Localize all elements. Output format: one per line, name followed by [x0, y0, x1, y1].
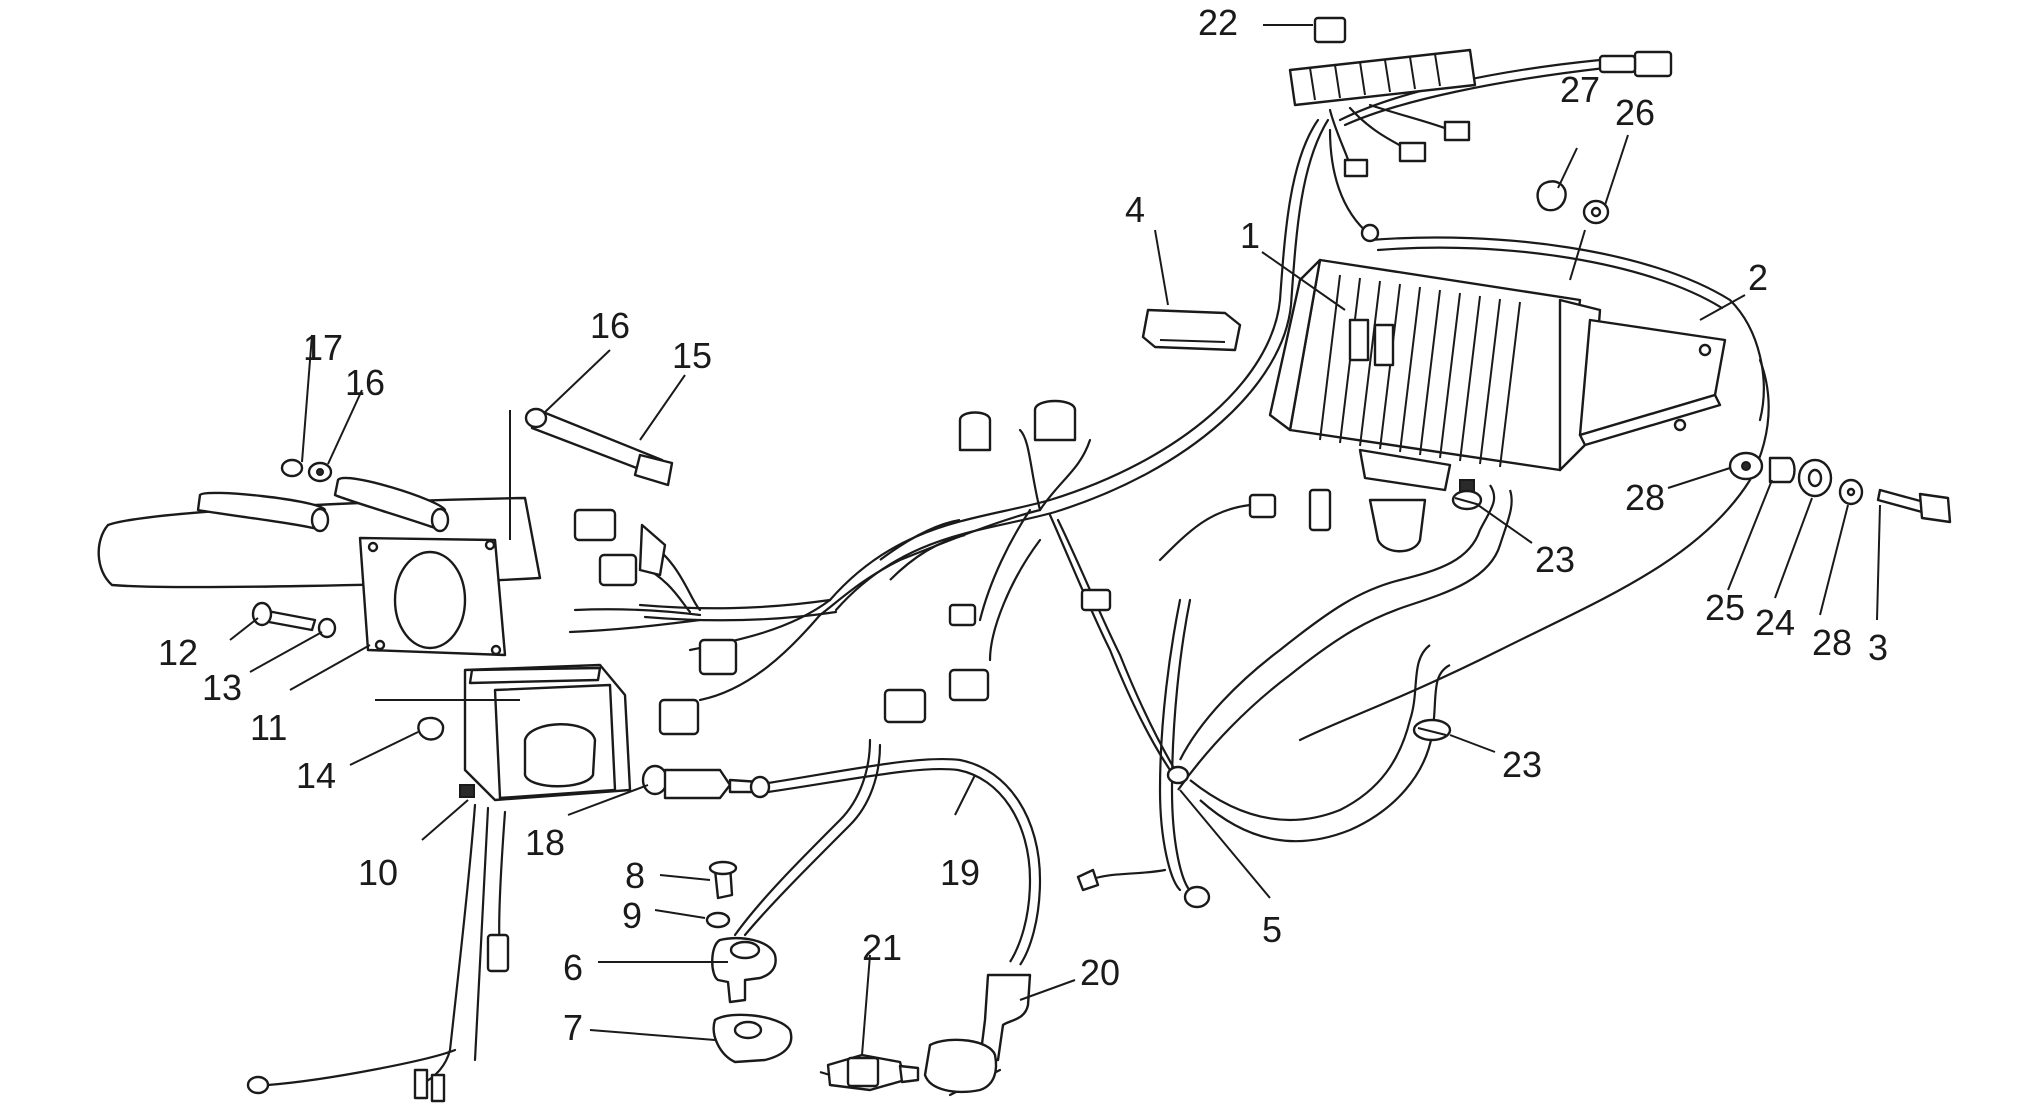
label-26: 26	[1615, 92, 1655, 133]
leader-lines	[229, 24, 1881, 1056]
regulator-bracket	[1578, 318, 1727, 447]
ht-lead	[641, 757, 1042, 1094]
label-23-upper: 23	[1535, 539, 1575, 580]
label-4: 4	[1125, 189, 1145, 230]
label-20: 20	[1080, 952, 1120, 993]
label-10: 10	[358, 852, 398, 893]
label-16-left: 16	[345, 362, 385, 403]
label-28-right: 28	[1812, 622, 1852, 663]
mounting-hardware	[1412, 180, 1952, 742]
label-7: 7	[563, 1007, 583, 1048]
label-25: 25	[1705, 587, 1745, 628]
label-27: 27	[1560, 69, 1600, 110]
fuse-block	[1288, 16, 1673, 243]
voltage-regulator	[1268, 258, 1602, 495]
label-19: 19	[940, 852, 980, 893]
label-24: 24	[1755, 602, 1795, 643]
pickup-sensor	[705, 738, 882, 1064]
label-16-right: 16	[590, 305, 630, 346]
label-3: 3	[1868, 627, 1888, 668]
breather-hose	[879, 484, 1513, 843]
label-5: 5	[1262, 909, 1282, 950]
label-23-lower: 23	[1502, 744, 1542, 785]
label-9: 9	[622, 895, 642, 936]
ignition-coil	[97, 476, 632, 1103]
harness-connectors	[573, 399, 1427, 909]
label-14: 14	[296, 755, 336, 796]
relay-box	[1141, 308, 1242, 352]
callout-labels: 22 4 1 2 27 26 23 23 28 25 24 28 3 5 17 …	[158, 2, 1888, 1048]
label-12: 12	[158, 632, 198, 673]
label-21: 21	[862, 927, 902, 968]
label-17: 17	[303, 327, 343, 368]
label-13: 13	[202, 667, 242, 708]
spark-plug	[819, 1053, 920, 1092]
label-18: 18	[525, 822, 565, 863]
coil-fasteners	[251, 407, 674, 741]
label-6: 6	[563, 947, 583, 988]
label-8: 8	[625, 855, 645, 896]
label-15: 15	[672, 335, 712, 376]
label-11: 11	[250, 707, 287, 748]
label-1: 1	[1240, 215, 1260, 256]
label-22: 22	[1198, 2, 1238, 43]
label-2: 2	[1748, 257, 1768, 298]
label-28-left: 28	[1625, 477, 1665, 518]
